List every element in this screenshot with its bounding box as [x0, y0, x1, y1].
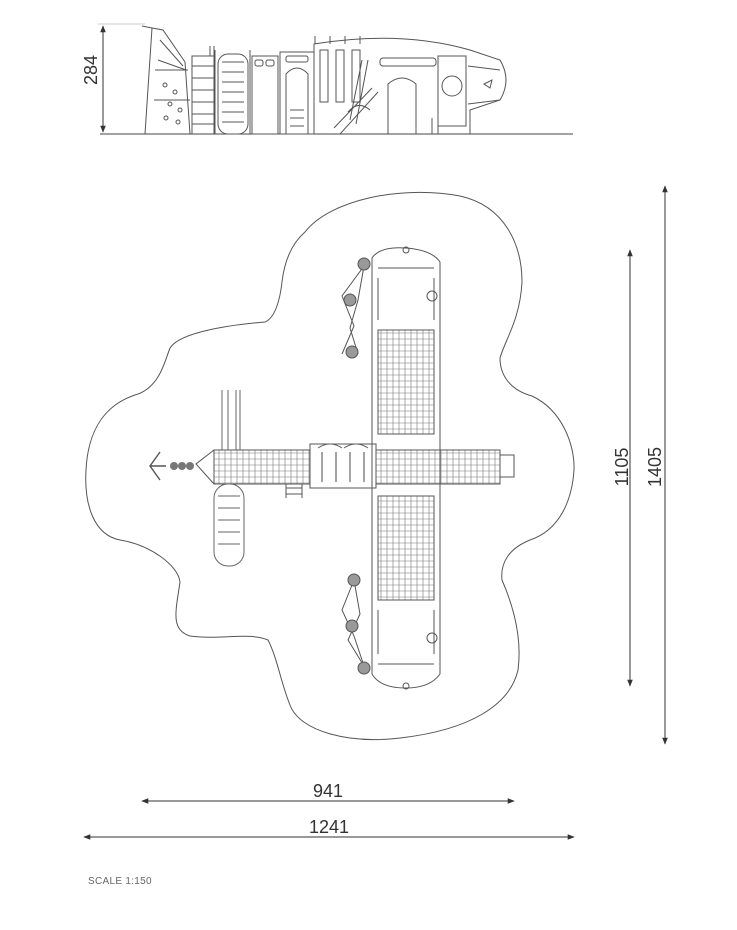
inner-width-label: 941: [313, 781, 343, 801]
inner-length-label: 1105: [612, 448, 632, 487]
rope-climber-top: [341, 257, 371, 359]
scale-label: SCALE 1:150: [88, 876, 152, 887]
height-dimension: [98, 23, 145, 133]
tube-slide-side: [214, 50, 251, 135]
elevation-view: [100, 25, 573, 135]
ladder-tower: [191, 46, 215, 134]
window-panel: [251, 55, 279, 135]
safety-zone-outline: [85, 191, 575, 741]
rope-bridge: [333, 59, 379, 135]
wings: [371, 246, 441, 690]
rope-climber-bottom: [341, 573, 371, 675]
outer-width-label: 1241: [309, 817, 349, 837]
propeller-icon: [149, 451, 166, 481]
height-label: 284: [81, 55, 101, 85]
outer-length-label: 1405: [645, 447, 665, 487]
fuselage-deck: [149, 443, 515, 498]
arch-door-tower: [279, 51, 315, 135]
fuselage-body: [313, 36, 507, 134]
tube-slide-plan: [213, 390, 245, 567]
climbing-wall-tower: [141, 25, 191, 135]
propeller-icon: [441, 75, 463, 97]
